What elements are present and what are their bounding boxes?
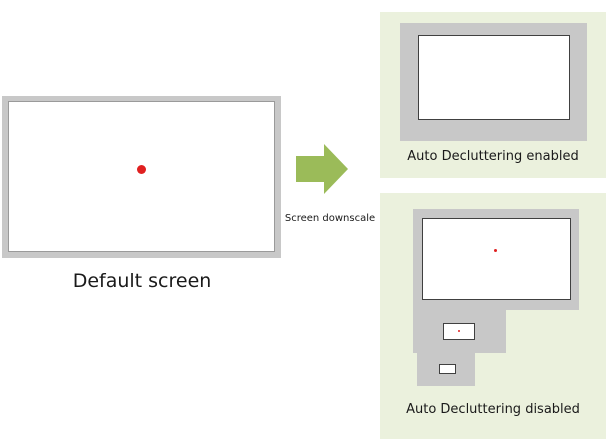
enabled-screen-display: [418, 35, 570, 120]
arrow-right-icon: [296, 144, 348, 194]
center-marker-dot: [137, 165, 146, 174]
disabled-screen-frame: [413, 209, 579, 310]
auto-decluttering-disabled-panel: Auto Decluttering disabled: [380, 193, 606, 439]
auto-decluttering-enabled-panel: Auto Decluttering enabled: [380, 12, 606, 178]
default-screen-frame: [2, 96, 281, 258]
offscreen-area-lower: [417, 353, 475, 386]
offscreen-area-upper: [413, 310, 506, 353]
offscreen-window-tiny: [439, 364, 456, 374]
default-screen-display: [8, 101, 275, 252]
disabled-label: Auto Decluttering disabled: [406, 402, 580, 417]
center-marker-dot: [494, 249, 497, 252]
offscreen-window-small: [443, 323, 475, 340]
default-screen-label: Default screen: [72, 270, 212, 292]
enabled-label: Auto Decluttering enabled: [407, 149, 579, 164]
screen-downscale-label: Screen downscale: [284, 213, 376, 224]
disabled-screen-display: [422, 218, 571, 300]
enabled-screen-frame: [400, 23, 587, 141]
center-marker-dot: [458, 330, 460, 332]
